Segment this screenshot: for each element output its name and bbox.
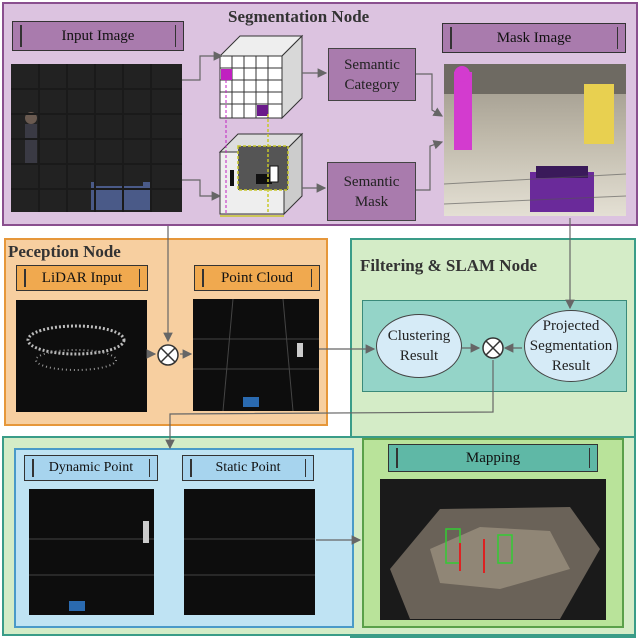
dynamic-point-label: Dynamic Point — [24, 455, 158, 481]
input-image — [11, 64, 182, 212]
filtering-slam-title: Filtering & SLAM Node — [360, 256, 538, 275]
point-cloud-image — [193, 298, 319, 412]
feature-cube-diagram — [218, 34, 304, 217]
projected-segmentation-node: Projected Segmentation Result — [524, 310, 618, 382]
clustering-result-node: Clustering Result — [376, 314, 462, 378]
mapping-image — [380, 479, 606, 620]
segmentation-node-title: Segmentation Node — [228, 7, 370, 26]
point-cloud-label: Point Cloud — [194, 265, 320, 291]
mask-image-label: Mask Image — [442, 23, 626, 53]
perception-node-title: Peception Node — [8, 242, 121, 261]
static-point-label: Static Point — [182, 455, 314, 481]
lidar-input-image — [16, 300, 147, 412]
mapping-label: Mapping — [388, 444, 598, 472]
mask-image — [444, 64, 626, 216]
filtering-fusion-icon — [482, 337, 504, 359]
input-image-label: Input Image — [12, 21, 184, 51]
semantic-mask-box: Semantic Mask — [327, 162, 416, 221]
static-point-image — [184, 489, 315, 615]
lidar-input-label: LiDAR Input — [16, 265, 148, 291]
perception-fusion-icon — [157, 344, 179, 366]
dynamic-point-image — [29, 489, 154, 615]
semantic-category-box: Semantic Category — [328, 48, 416, 101]
